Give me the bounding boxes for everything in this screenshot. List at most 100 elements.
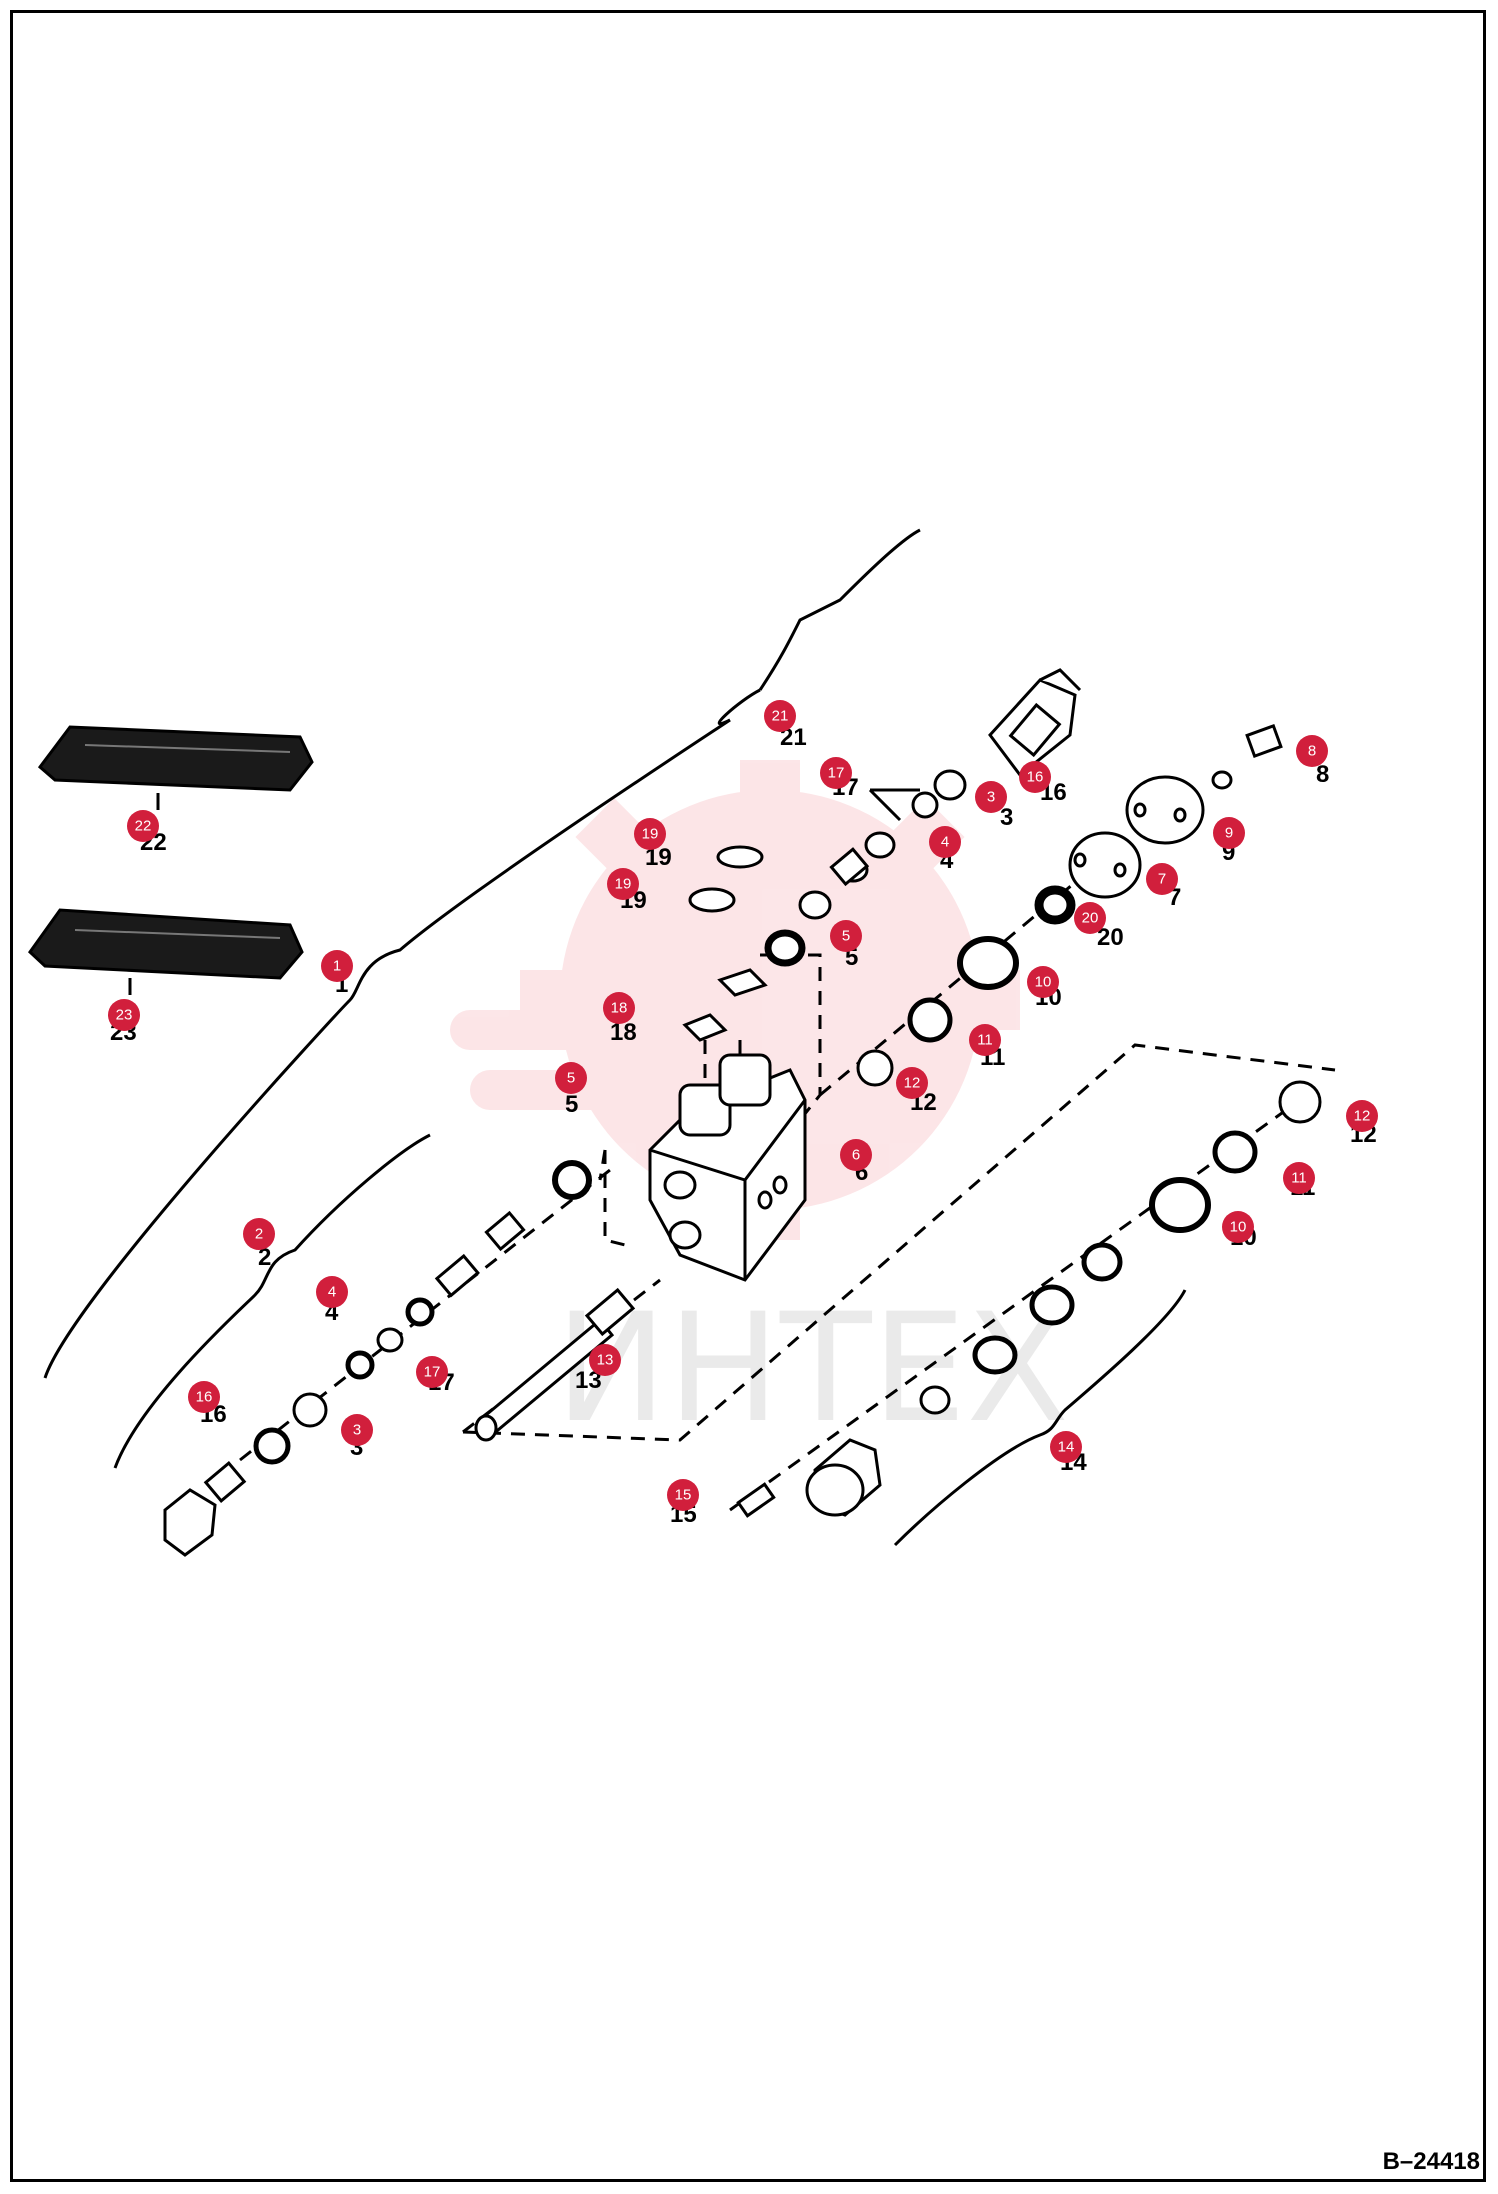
seal-10-right <box>1149 1177 1211 1233</box>
callout-badge[interactable]: 9 <box>1213 817 1245 849</box>
callout-number: 17 <box>424 1364 441 1381</box>
watermark-gear-icon <box>450 760 1020 1240</box>
callout-badge[interactable]: 13 <box>589 1344 621 1376</box>
valve-body <box>648 1053 807 1282</box>
callout-badge[interactable]: 12 <box>896 1067 928 1099</box>
dashed-line-bottom-axis <box>729 1098 1301 1512</box>
spring-lower <box>434 1253 480 1298</box>
callout-number: 11 <box>1291 1170 1307 1187</box>
callout-number: 11 <box>977 1032 993 1049</box>
callout-number: 2 <box>255 1226 263 1243</box>
spool-13 <box>474 1287 636 1442</box>
callout-badge[interactable]: 17 <box>416 1356 448 1388</box>
label-plate-23 <box>28 908 304 980</box>
label-plate-22 <box>37 725 314 792</box>
callout-number: 3 <box>353 1422 361 1439</box>
spring-assembly-14 <box>919 1242 1123 1415</box>
drawing-frame <box>10 10 1486 2182</box>
callout-badge[interactable]: 6 <box>840 1139 872 1171</box>
screw-15 <box>736 1482 776 1518</box>
callout-badge[interactable]: 17 <box>820 757 852 789</box>
callout-number: 19 <box>615 876 632 893</box>
callout-number: 13 <box>597 1352 614 1369</box>
callout-number: 16 <box>196 1389 213 1406</box>
callout-badge[interactable]: 18 <box>603 992 635 1024</box>
drawing-id-label: B–24418 <box>1382 2148 1480 2175</box>
callout-badge[interactable]: 19 <box>607 868 639 900</box>
callout-badge[interactable]: 8 <box>1296 735 1328 767</box>
callout-badge[interactable]: 5 <box>555 1062 587 1094</box>
dashed-line-spool-box <box>462 1043 1336 1442</box>
callout-badge[interactable]: 4 <box>316 1276 348 1308</box>
callout-badge[interactable]: 1 <box>321 950 353 982</box>
callout-badge[interactable]: 20 <box>1074 902 1106 934</box>
callout-number: 10 <box>1035 974 1052 991</box>
callout-badge[interactable]: 3 <box>341 1414 373 1446</box>
callout-badge[interactable]: 14 <box>1050 1431 1082 1463</box>
part-number: 2 <box>258 1244 271 1271</box>
callout-badge[interactable]: 2 <box>243 1218 275 1250</box>
ring-4-lower <box>376 1327 404 1353</box>
relief-valve-top <box>988 668 1082 778</box>
o-ring-5-lower <box>552 1160 592 1200</box>
part-number: 5 <box>565 1091 578 1118</box>
callout-number: 20 <box>1082 910 1099 927</box>
brace-group-1 <box>43 718 731 1379</box>
callout-number: 17 <box>828 765 845 782</box>
end-cap-14 <box>805 1438 882 1517</box>
callout-number: 19 <box>642 826 659 843</box>
callout-badge[interactable]: 23 <box>108 999 140 1031</box>
callout-badge[interactable]: 10 <box>1222 1211 1254 1243</box>
callout-number: 1 <box>333 958 341 975</box>
callout-number: 12 <box>904 1075 921 1092</box>
poppet-lower <box>484 1210 526 1252</box>
callout-badge[interactable]: 16 <box>188 1381 220 1413</box>
callout-badge[interactable]: 10 <box>1027 966 1059 998</box>
screw-8 <box>1211 723 1283 790</box>
callout-number: 16 <box>1027 769 1044 786</box>
group-braces <box>43 528 1187 1547</box>
cover-plate-9 <box>1125 775 1205 845</box>
seal-11-right <box>1212 1130 1258 1174</box>
parts <box>28 668 1322 1557</box>
part-number: 3 <box>1000 804 1013 831</box>
callout-number: 21 <box>772 708 789 725</box>
callout-number: 15 <box>675 1487 692 1504</box>
brace-group-21 <box>758 528 921 691</box>
callout-badge[interactable]: 22 <box>127 810 159 842</box>
o-ring-3-lower <box>292 1392 328 1428</box>
ring-17-lower <box>405 1297 435 1327</box>
callout-badge[interactable]: 15 <box>667 1479 699 1511</box>
callout-badge[interactable]: 16 <box>1019 761 1051 793</box>
dashed-line-lower-loop <box>598 1149 626 1247</box>
ring-17b-lower <box>345 1350 375 1380</box>
callout-number: 3 <box>987 789 995 806</box>
callout-number: 18 <box>611 1000 628 1017</box>
callout-badge[interactable]: 21 <box>764 700 796 732</box>
callout-number: 4 <box>941 834 949 851</box>
callout-badge[interactable]: 5 <box>830 920 862 952</box>
part-number: 18 <box>610 1019 637 1046</box>
callout-badge[interactable]: 11 <box>1283 1162 1315 1194</box>
callout-badge[interactable]: 12 <box>1346 1100 1378 1132</box>
seal-20 <box>1034 885 1076 925</box>
o-ring-12-right <box>1278 1080 1322 1124</box>
callout-number: 22 <box>135 818 152 835</box>
ring-19-lower <box>688 887 736 913</box>
callout-number: 6 <box>852 1147 860 1164</box>
callout-badge[interactable]: 7 <box>1146 863 1178 895</box>
callout-number: 12 <box>1354 1108 1371 1125</box>
callout-badge[interactable]: 19 <box>634 818 666 850</box>
ring-16-lower <box>253 1427 291 1465</box>
relief-valve-lower <box>163 1461 247 1557</box>
callout-badge[interactable]: 4 <box>929 826 961 858</box>
callout-number: 4 <box>328 1284 336 1301</box>
seal-10-upper <box>957 936 1019 990</box>
callout-badge[interactable]: 3 <box>975 781 1007 813</box>
callout-badge[interactable]: 11 <box>969 1024 1001 1056</box>
brace-group-1-upper <box>717 688 761 726</box>
cover-plate-7 <box>1068 831 1142 899</box>
o-ring-12-upper <box>856 1049 894 1087</box>
seal-11-upper <box>907 997 953 1043</box>
